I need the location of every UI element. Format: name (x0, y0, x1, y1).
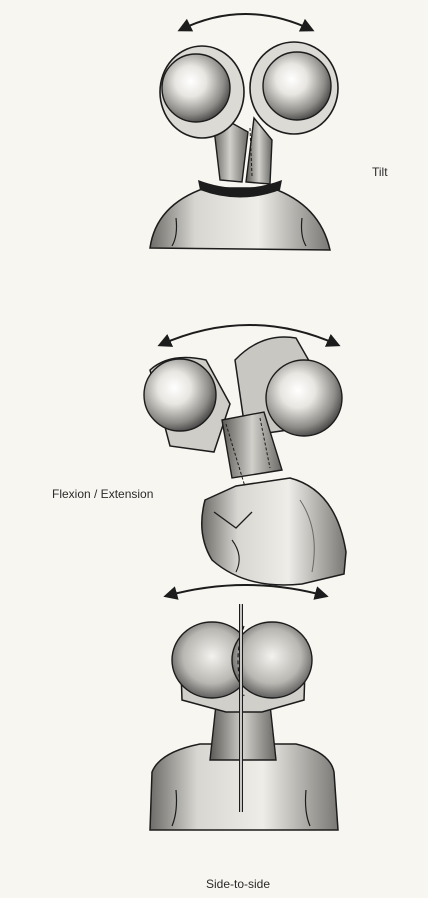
side-motion-arrow (166, 585, 326, 596)
flexion-torso (202, 478, 346, 585)
side-to-side-figure (150, 585, 338, 830)
tilt-motion-arrow (180, 14, 312, 30)
tilt-neck-right (246, 118, 272, 184)
flexion-extension-figure (144, 325, 346, 585)
tilt-figure (150, 14, 338, 250)
flexion-head-flexed (144, 358, 230, 452)
tilt-head-left (160, 46, 244, 138)
tilt-label: Tilt (372, 165, 388, 179)
side-to-side-label: Side-to-side (206, 877, 270, 891)
flexion-extension-label: Flexion / Extension (52, 487, 153, 501)
tilt-head-right (250, 42, 338, 134)
flexion-motion-arrow (160, 325, 338, 345)
side-cup-right (232, 622, 312, 698)
